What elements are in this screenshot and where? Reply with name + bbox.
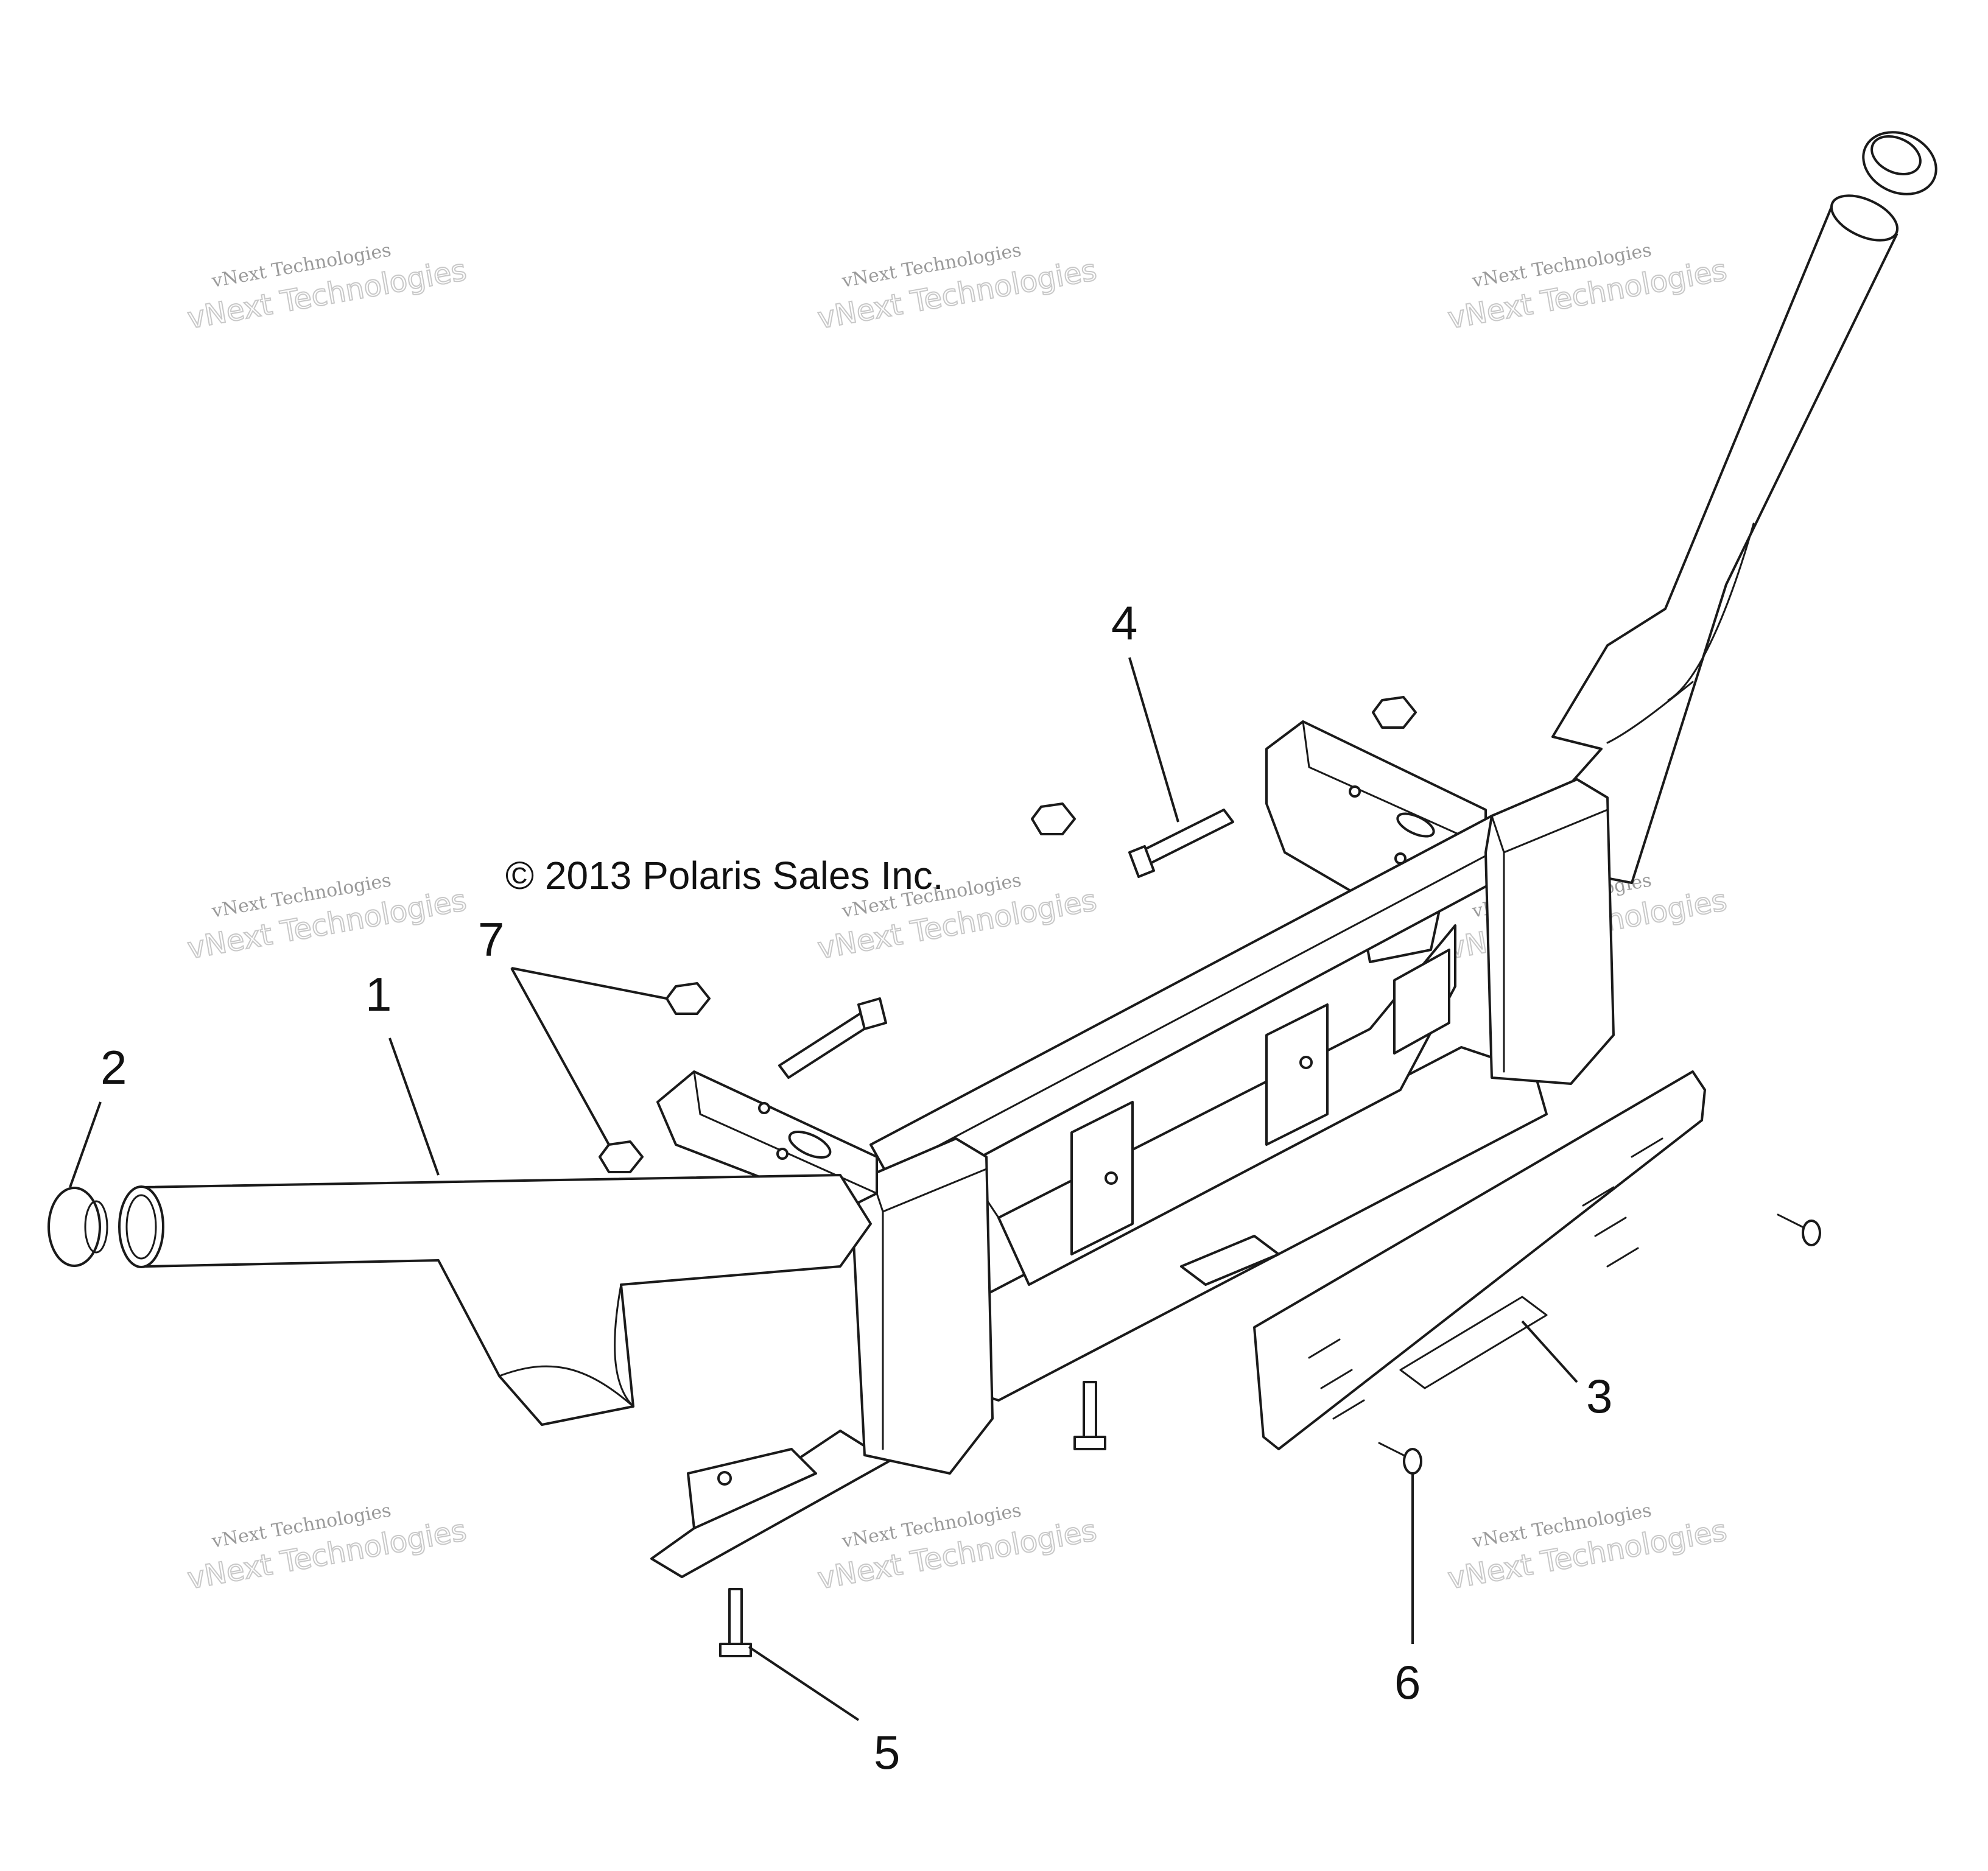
flange-nut <box>666 982 711 1015</box>
callout-2: 2 <box>100 1041 127 1094</box>
callout-4: 4 <box>1111 596 1137 650</box>
leader-3 <box>1521 1320 1578 1383</box>
callout-1: 1 <box>365 967 392 1021</box>
end-cap-left <box>47 1187 108 1267</box>
callout-6: 6 <box>1394 1655 1421 1709</box>
bumper-frame <box>650 778 1615 1578</box>
watermark-bottom-left: vNext Technologies vNext Technologies <box>184 1500 470 1596</box>
watermark-mid-left: vNext Technologies vNext Technologies <box>184 869 470 966</box>
callout-labels: 1 2 3 4 5 6 7 <box>100 596 1612 1779</box>
callout-3: 3 <box>1586 1369 1612 1423</box>
bolt <box>1128 809 1234 878</box>
leader-7b <box>510 967 610 1145</box>
bolt <box>1073 1381 1106 1450</box>
callout-5: 5 <box>874 1725 900 1779</box>
bolt <box>778 997 887 1079</box>
bolt <box>719 1588 752 1657</box>
leader-7a <box>511 967 667 1000</box>
leader-4 <box>1128 657 1179 823</box>
screw <box>1378 1442 1422 1475</box>
fasteners <box>599 696 1821 1657</box>
leader-5 <box>748 1646 860 1721</box>
grille-plate <box>1253 1070 1706 1450</box>
flange-nut <box>1372 696 1417 729</box>
flange-nut <box>599 1140 644 1173</box>
watermark-top-right: vNext Technologies vNext Technologies <box>1445 239 1730 336</box>
watermark-top-center: vNext Technologies vNext Technologies <box>815 239 1100 336</box>
end-cap-right <box>1862 131 1937 195</box>
copyright-notice: © 2013 Polaris Sales Inc. <box>505 854 944 897</box>
leader-lines <box>69 657 1578 1721</box>
watermark-top-left: vNext Technologies vNext Technologies <box>184 239 470 336</box>
leader-1 <box>388 1037 440 1176</box>
screw <box>1777 1213 1821 1246</box>
watermark-bottom-right: vNext Technologies vNext Technologies <box>1445 1500 1730 1596</box>
watermark-bottom-center: vNext Technologies vNext Technologies <box>815 1500 1100 1596</box>
leader-2 <box>69 1101 102 1188</box>
flange-nut <box>1031 802 1076 835</box>
callout-7: 7 <box>478 913 504 966</box>
bumper-tube-left <box>118 1174 872 1426</box>
